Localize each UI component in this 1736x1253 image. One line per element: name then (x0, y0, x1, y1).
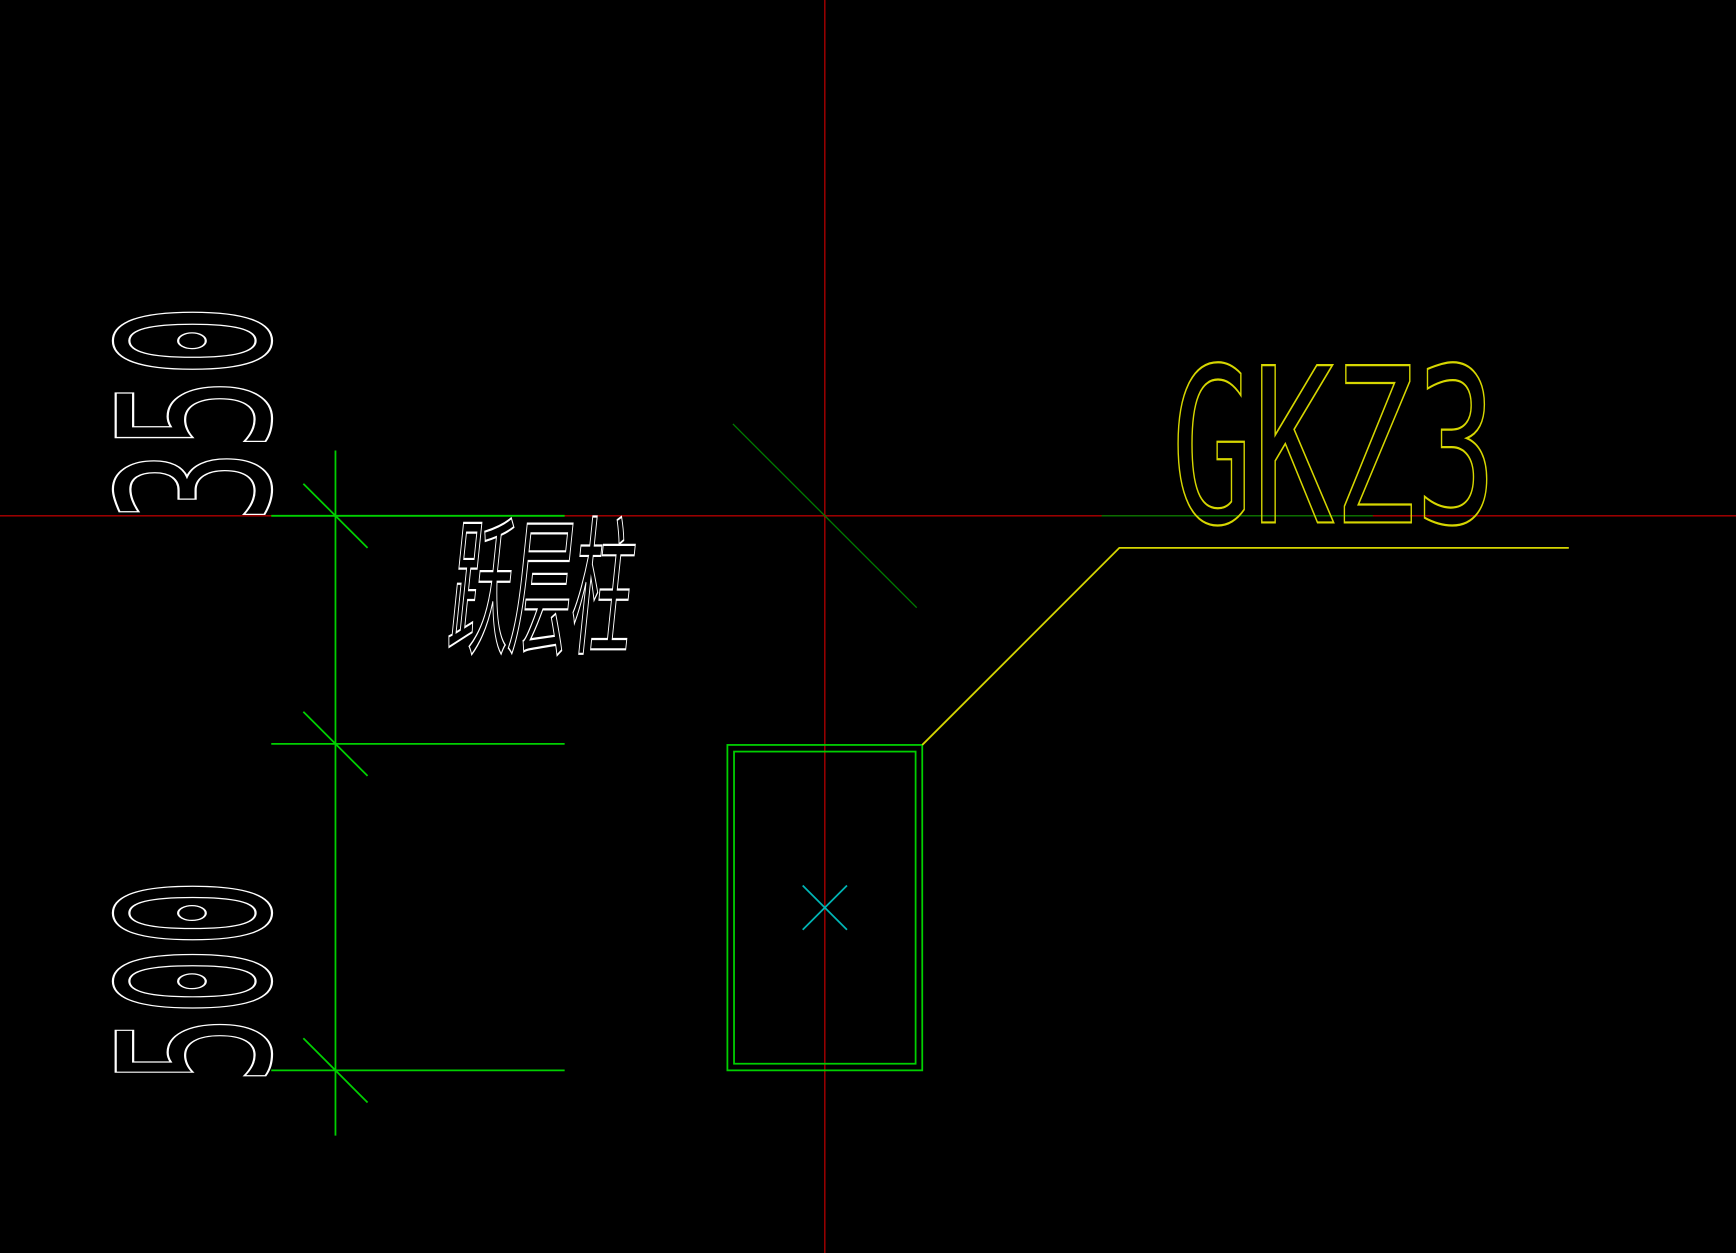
leader-line (921, 547, 1569, 746)
dimension-text-500[interactable]: 500 (73, 878, 320, 1085)
column-outer-outline (726, 744, 924, 1072)
diagonal-guide-line (732, 423, 918, 609)
tick-mark-middle (302, 711, 369, 777)
column-tag-text[interactable]: GKZ3 (1170, 321, 1498, 574)
column-gkz3[interactable] (726, 744, 924, 1072)
note-label-text[interactable]: 跃层柱 (445, 503, 637, 679)
tick-mark-bottom (302, 1037, 369, 1104)
column-inner-outline (733, 750, 917, 1065)
tick-mark-top (302, 483, 369, 549)
dimension-text-350[interactable]: 350 (73, 303, 320, 523)
column-center-mark-icon (802, 884, 848, 931)
dimension-chain[interactable] (271, 450, 565, 1136)
